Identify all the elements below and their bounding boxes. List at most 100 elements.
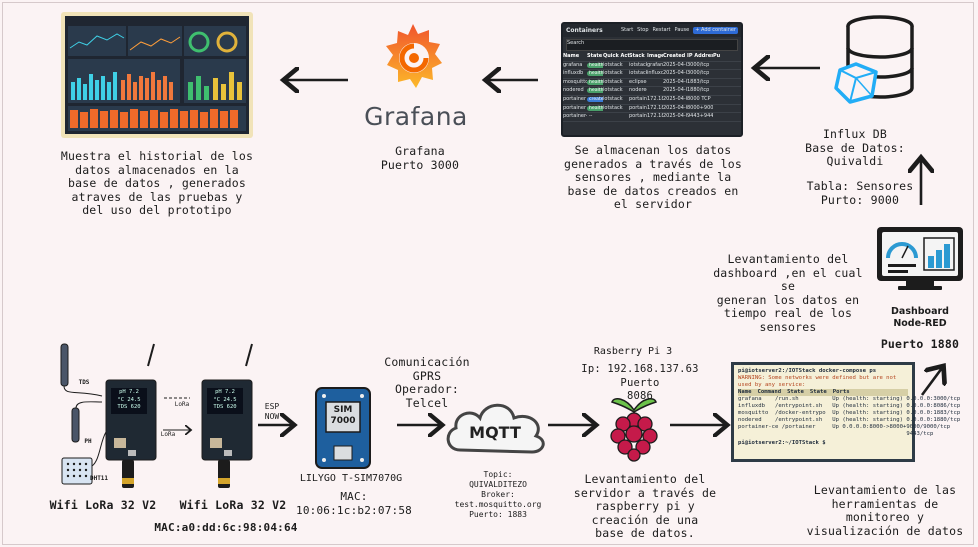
esp-now-label: ESP NOW	[264, 402, 280, 421]
ph-sensor-icon	[71, 401, 103, 443]
terminal-row: 9443/tcp	[738, 431, 934, 437]
terminal-caption: Levantamiento de las herramientas de mon…	[806, 483, 964, 538]
status-badge: healthy	[587, 79, 603, 85]
container-cell-name: portainer-ce	[563, 113, 587, 120]
container-cell-actions: iotstack	[603, 87, 623, 94]
container-cell-name: influxdb	[563, 70, 584, 77]
nodered-port: Puerto 1880	[880, 337, 960, 351]
container-cell-port: 3000/tcp	[687, 61, 710, 68]
status-badge: --	[589, 114, 593, 120]
terminal-row: mosquitto /docker-entrypo Up (health: st…	[738, 410, 961, 416]
container-cell-actions: iotstack	[603, 70, 623, 77]
mqtt-cloud-icon	[446, 403, 545, 454]
start-button[interactable]: Start	[620, 26, 634, 33]
container-cell-created: 2025-04-07	[663, 70, 687, 77]
nodered-label: Dashboard Node-RED	[891, 306, 949, 329]
grafana-dashboard-screenshot	[61, 12, 253, 138]
restart-button[interactable]: Restart	[652, 26, 671, 33]
container-row[interactable]: influxdbhealthyiotstackiotstackinfluxdb2…	[563, 70, 741, 79]
ph-label: PH	[84, 438, 92, 445]
docker-compose-terminal-screenshot: pi@iotserver2:/IOTStack docker-compose p…	[731, 362, 961, 462]
container-cell-stack: iotstack	[629, 61, 647, 68]
dashboard-panels	[65, 16, 249, 134]
container-cell-port: 1883/tcp	[687, 78, 710, 85]
container-row[interactable]: noderedhealthyiotstacknodered2025-04-071…	[563, 87, 741, 96]
container-cell-created: 2025-04-07	[663, 113, 687, 120]
container-cell-created: 2025-04-07	[663, 95, 687, 102]
container-cell-actions: iotstack	[603, 78, 623, 85]
dht11-label: DHT11	[89, 475, 109, 482]
container-cell-actions: iotstack	[603, 61, 623, 68]
influx-caption: Influx DB Base de Datos: Quivaldi	[805, 127, 905, 168]
mqtt-topic-broker: Topic: QUIVALDITEZO Broker: test.mosquit…	[454, 470, 542, 519]
terminal-row: nodered /entrypoint.sh Up (health: start…	[738, 417, 961, 423]
container-cell-created: 2025-04-07	[663, 104, 687, 111]
lora-board-left-icon	[105, 343, 157, 488]
container-cell-name: grafana	[563, 61, 583, 68]
containers-table-body: grafanahealthyiotstackiotstackgrafana202…	[563, 62, 741, 122]
nodered-description: Levantamiento del dashboard ,en el cual …	[713, 252, 863, 334]
lora-board-right-icon	[201, 343, 253, 488]
containers-search-input[interactable]: Search	[566, 39, 738, 51]
container-cell-name: portainer	[563, 95, 587, 102]
history-description: Muestra el historial de los datos almace…	[60, 149, 254, 217]
lora-right-label: Wifi LoRa 32 V2	[179, 498, 287, 512]
grafana-wordmark: Grafana	[364, 102, 468, 131]
pause-button[interactable]: Pause	[674, 26, 690, 33]
container-cell-stack: eclipse-mosquitto	[629, 78, 647, 85]
container-cell-image: 172.18.5	[647, 95, 663, 102]
stop-button[interactable]: Stop	[637, 26, 649, 33]
container-cell-actions: iotstack	[603, 104, 623, 111]
status-badge: healthy	[587, 105, 603, 111]
container-row[interactable]: portainerhealthyiotstack portainer-ce172.…	[563, 105, 741, 114]
tds-label: TDS	[78, 379, 90, 386]
container-cell-image: influxdb	[647, 70, 663, 77]
container-cell-port: 9443+9443/tcp	[687, 113, 713, 120]
container-cell-created: 2025-04-07	[663, 87, 687, 94]
lora-mac: MAC:a0:dd:6c:98:04:64	[154, 521, 298, 534]
container-cell-created: 2025-04-07	[663, 78, 687, 85]
container-cell-stack: portainer-ce	[629, 104, 647, 111]
status-badge: created	[587, 96, 603, 102]
influxdb-database-icon	[834, 15, 914, 104]
lora-tx-label: LoRa	[174, 401, 190, 408]
add-container-button[interactable]: + Add container	[693, 26, 738, 35]
dht11-sensor-icon	[61, 431, 107, 485]
sim7000-label: LILYGO T-SIM7070G	[299, 473, 403, 484]
containers-caption: Se almacenan los datos generados a travé…	[563, 143, 743, 211]
terminal-warning: WARNING: Some networks were defined but …	[738, 375, 897, 388]
mqtt-label: MQTT	[469, 423, 521, 442]
terminal-prompt-end: pi@iotserver2:~/IOTStack $	[738, 440, 826, 446]
raspberry-caption: Levantamiento del servidor a través de r…	[573, 472, 717, 540]
mqtt-communication-text: Comunicación GPRS Operador: Telcel	[384, 355, 470, 410]
sim7000-chip-label: SIM 7000	[330, 405, 356, 426]
influx-cube-icon	[834, 62, 878, 104]
raspberry-title: Rasberry Pi 3	[593, 346, 673, 357]
container-row[interactable]: grafanahealthyiotstackiotstackgrafana202…	[563, 62, 741, 71]
grafana-caption: Grafana Puerto 3000	[380, 144, 460, 172]
lora-left-screen-text: pH 7.2 °C 24.5 TDS 620	[117, 389, 141, 410]
sim7000-mac: MAC: 10:06:1c:b2:07:58	[296, 490, 412, 517]
status-badge: healthy	[587, 62, 603, 68]
container-cell-port: 3000/tcp	[687, 70, 710, 77]
container-cell-port: 8000 TCP	[687, 95, 711, 102]
lora-left-label: Wifi LoRa 32 V2	[49, 498, 157, 512]
containers-title: Containers	[566, 26, 603, 34]
grafana-logo-icon	[386, 24, 442, 88]
container-cell-port: 1880/tcp	[687, 87, 710, 94]
influx-table-caption: Tabla: Sensores Purto: 9000	[806, 179, 914, 207]
container-row[interactable]: portainer-ce--portainer-ce172.18.52025-0…	[563, 113, 741, 122]
portainer-containers-screenshot: Containers Start Stop Restart Pause + Ad…	[561, 22, 743, 137]
container-cell-image: grafana	[647, 61, 663, 68]
container-row[interactable]: mosquittohealthyiotstackeclipse-mosquitt…	[563, 79, 741, 88]
container-cell-name: portainer	[563, 104, 587, 111]
status-badge: healthy	[587, 71, 603, 77]
container-cell-image: 172.18.5	[647, 104, 663, 111]
container-row[interactable]: portainercreatediotstackportainer-ce172.…	[563, 96, 741, 105]
container-cell-name: nodered	[563, 87, 584, 94]
terminal-row: grafana /run.sh Up (health: starting) 0.…	[738, 396, 961, 402]
